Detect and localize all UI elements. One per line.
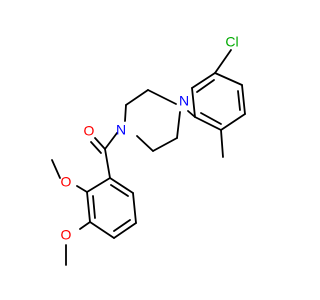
bond xyxy=(196,79,215,93)
bond xyxy=(86,177,111,193)
atom-labels: Cl N N O O O xyxy=(61,34,239,243)
bond xyxy=(124,104,127,122)
bond xyxy=(104,148,111,179)
bonds xyxy=(51,49,246,266)
bond xyxy=(79,221,91,230)
bond xyxy=(214,72,243,86)
chlorine-label: Cl xyxy=(225,34,238,50)
bond xyxy=(125,89,149,106)
bond xyxy=(214,49,232,74)
bond xyxy=(191,87,196,118)
amide-nitrogen-label: N xyxy=(116,122,126,138)
piperazine-nitrogen-label: N xyxy=(179,93,189,109)
bond xyxy=(220,113,246,131)
methoxy-oxygen-label: O xyxy=(61,227,72,243)
carbonyl-oxygen-label: O xyxy=(84,123,95,139)
bond xyxy=(92,195,96,219)
bond xyxy=(90,141,102,154)
bond xyxy=(220,129,224,158)
bond xyxy=(176,111,181,139)
bond xyxy=(152,137,178,152)
bond xyxy=(241,84,246,115)
bond xyxy=(147,89,177,105)
bond xyxy=(237,90,241,111)
bond xyxy=(104,132,118,150)
bond xyxy=(132,192,137,224)
bond xyxy=(113,222,137,239)
bond xyxy=(51,159,61,179)
bond xyxy=(113,219,131,232)
bond xyxy=(76,185,88,193)
bond xyxy=(194,116,222,131)
bond xyxy=(200,112,222,125)
bond xyxy=(89,221,115,239)
bond xyxy=(94,137,106,150)
methoxy-oxygen-label: O xyxy=(61,174,72,190)
bond xyxy=(86,191,91,223)
bond xyxy=(110,184,129,197)
bond xyxy=(187,110,196,118)
molecule-structure: Cl N N O O O xyxy=(51,34,246,266)
bond xyxy=(109,177,134,194)
bond xyxy=(191,72,216,89)
bond xyxy=(136,135,154,152)
